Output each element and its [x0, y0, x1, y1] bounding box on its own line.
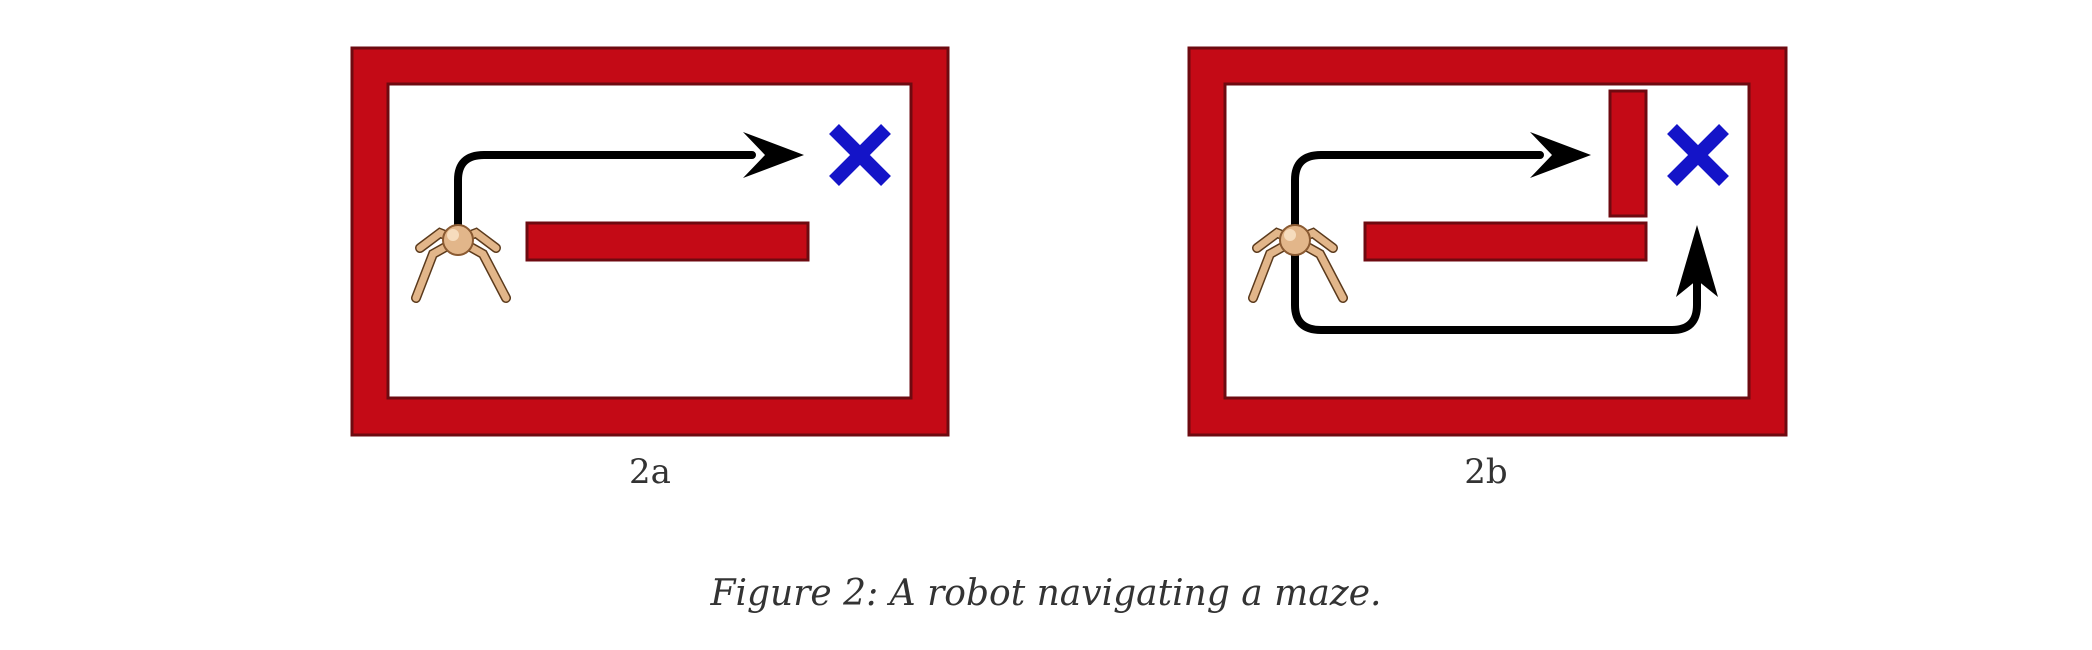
maze-wall-inner-vertical: [1608, 89, 1648, 218]
goal-x-icon: [834, 129, 886, 181]
panel-label-2b: 2b: [1464, 452, 1508, 492]
ant-robot-icon: [416, 225, 506, 298]
path-arrow-icon: [1291, 224, 1718, 334]
maze-panel-2a: [350, 46, 950, 437]
goal-x-icon: [1672, 129, 1724, 181]
maze-wall-outer: [1187, 46, 1788, 437]
maze-wall-inner: [1363, 221, 1648, 262]
maze-wall-outer: [350, 46, 950, 437]
figure-caption: Figure 2: A robot navigating a maze.: [710, 573, 1382, 614]
path-arrow-icon: [1291, 132, 1591, 232]
path-arrow-icon: [454, 132, 804, 232]
maze-wall-inner: [525, 221, 810, 262]
maze-panel-2b: [1187, 46, 1788, 437]
panel-label-2a: 2a: [629, 452, 671, 492]
